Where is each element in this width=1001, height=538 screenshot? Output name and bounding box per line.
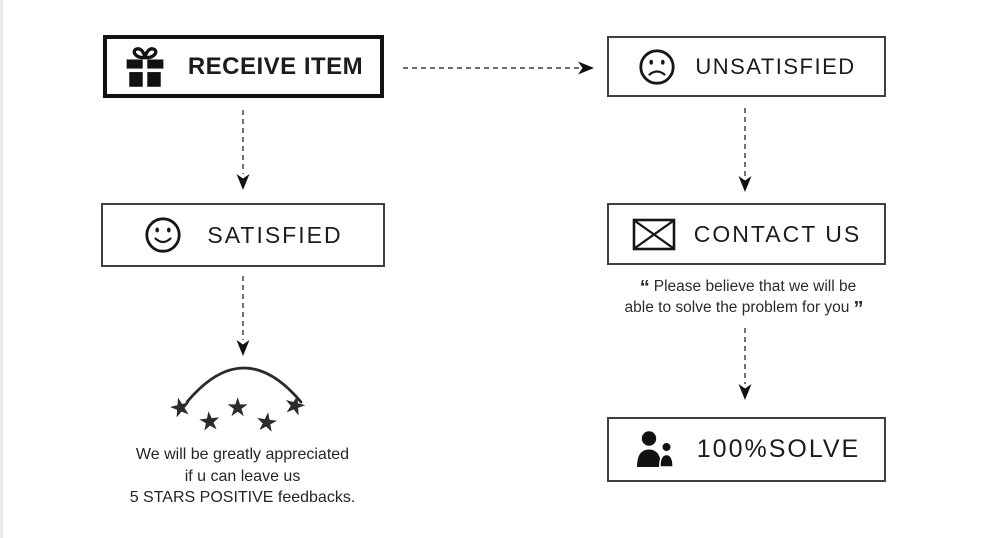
smiley-face-icon — [143, 215, 183, 255]
envelope-icon — [632, 218, 676, 251]
satisfied-box: SATISFIED — [101, 203, 385, 267]
star-icon: ★ — [253, 406, 281, 440]
star-icon: ★ — [226, 393, 250, 423]
arrow-unsatisfied-to-contact — [738, 108, 752, 192]
contact-us-label: CONTACT US — [693, 220, 862, 247]
feedback-line-2: if u can leave us — [184, 467, 301, 485]
solve-label: 100%SOLVE — [696, 435, 861, 463]
receive-item-label: RECEIVE ITEM — [187, 52, 364, 80]
quote-text: “Please believe that we will be able to … — [595, 276, 897, 320]
feedback-line-3: 5 STARS POSITIVE feedbacks. — [129, 489, 356, 506]
receive-item-box: RECEIVE ITEM — [103, 35, 384, 98]
people-icon — [633, 429, 681, 471]
left-edge-strip — [0, 0, 3, 538]
contact-us-box: CONTACT US — [607, 203, 886, 265]
solve-box: 100%SOLVE — [607, 417, 886, 482]
star-icon: ★ — [196, 405, 223, 439]
unsatisfied-box: UNSATISFIED — [607, 36, 886, 97]
unsatisfied-label: UNSATISFIED — [695, 53, 856, 79]
feedback-caption: We will be greatly appreciated if u can … — [85, 444, 400, 509]
quote-line-2: able to solve the problem for you” — [595, 297, 897, 320]
quote-line-1: “Please believe that we will be — [595, 276, 897, 299]
gift-icon — [124, 45, 166, 89]
close-quote-mark: ” — [853, 298, 864, 320]
arrow-quote-to-solve — [738, 328, 752, 400]
star-icon: ★ — [279, 388, 310, 424]
arrow-receive-to-unsatisfied — [403, 61, 594, 75]
feedback-line-1: We will be greatly appreciated — [135, 446, 350, 463]
arrow-receive-to-satisfied — [236, 110, 250, 190]
satisfied-label: SATISFIED — [207, 221, 343, 248]
open-quote-mark: “ — [639, 277, 650, 299]
sad-face-icon — [637, 47, 677, 87]
arrow-satisfied-to-stars — [236, 276, 250, 356]
five-stars-graphic: ★ ★ ★ ★ ★ — [165, 360, 325, 445]
arc-flourish — [185, 366, 303, 404]
